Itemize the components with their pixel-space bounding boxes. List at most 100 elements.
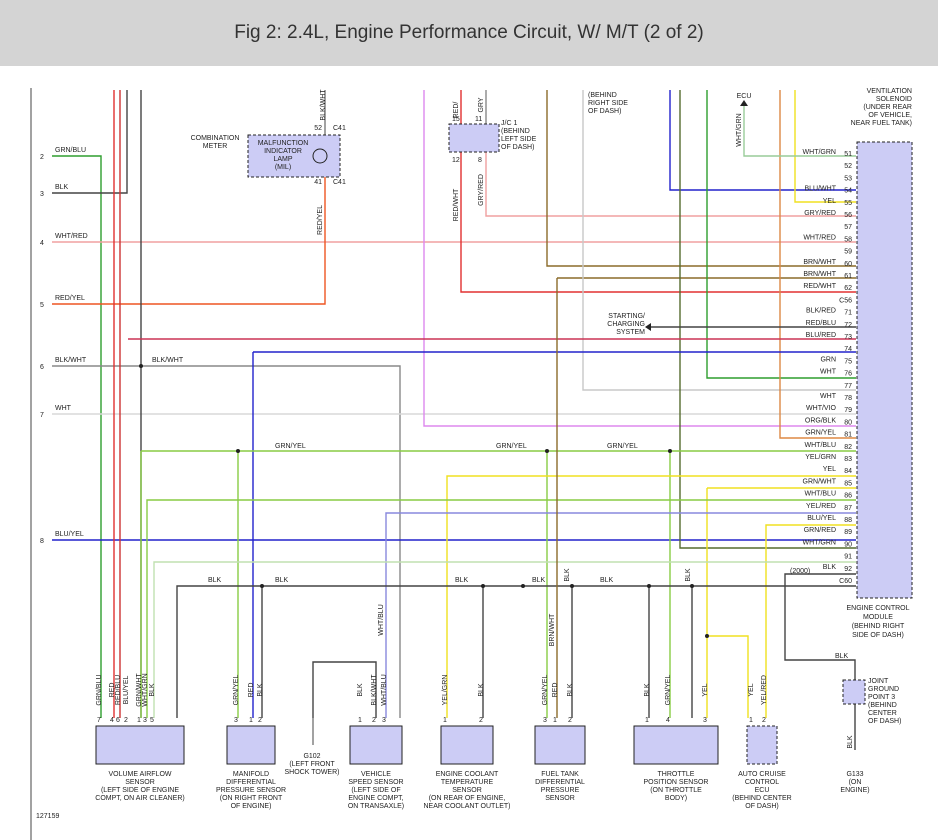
wire-grn-wht xyxy=(146,499,856,718)
behind-right-dash: (BEHIND xyxy=(588,92,617,99)
wire-grn-red xyxy=(679,90,856,549)
left-pin-number: 5 xyxy=(40,302,44,309)
ecm-pin: 60 xyxy=(844,261,852,268)
lamp-icon xyxy=(312,148,328,164)
mil-conn: C41 xyxy=(333,179,346,186)
component-box-2 xyxy=(349,725,403,765)
mil-pin: 41 xyxy=(314,179,322,186)
ecu-label: ECU xyxy=(737,93,752,100)
ecm-pin: 51 xyxy=(844,151,852,158)
grn-yel-label: GRN/YEL xyxy=(607,443,638,450)
component-pin: 2 xyxy=(124,717,128,724)
arrow-left-icon xyxy=(645,323,651,331)
wire-gry-red xyxy=(485,152,856,217)
jc1-pin: 8 xyxy=(478,157,482,164)
ecm-wire-label: BLU/WHT xyxy=(805,186,837,193)
wire-yel-grn xyxy=(446,475,856,718)
ecm-wire-label: YEL xyxy=(823,198,836,205)
wire-wht-76 xyxy=(582,90,856,391)
vent-solenoid: (UNDER REAR xyxy=(863,104,912,111)
ecm-pin: 80 xyxy=(844,419,852,426)
ecm-wire-label: YEL xyxy=(823,466,836,473)
component-wire-label: GRN/BLU xyxy=(96,674,103,705)
g102-label: (LEFT FRONT xyxy=(289,761,335,768)
left-pin-number: 7 xyxy=(40,412,44,419)
ecm-pin: 82 xyxy=(844,444,852,451)
behind-right-dash: RIGHT SIDE xyxy=(588,100,628,107)
left-pin-number: 8 xyxy=(40,538,44,545)
splice-dot xyxy=(521,584,525,588)
mil-conn: C41 xyxy=(333,125,346,132)
component-box-3 xyxy=(440,725,494,765)
component-label: VOLUME AIRFLOW xyxy=(108,771,171,778)
component-pin: 1 xyxy=(749,717,753,724)
ecm-pin: 58 xyxy=(844,236,852,243)
wire-wht-grn-ecu xyxy=(743,106,856,157)
wire-yel-red xyxy=(765,524,856,718)
wire-blk-wht xyxy=(52,365,401,718)
ecm-pin: 84 xyxy=(844,468,852,475)
component-box-5 xyxy=(633,725,719,765)
left-wire-label: BLU/YEL xyxy=(55,531,84,538)
blk-label: BLK xyxy=(600,577,614,584)
g102-label: G102 xyxy=(303,753,320,760)
jgp3-label: POINT 3 xyxy=(868,694,895,701)
wiring-diagram: 2345678GRN/BLUBLKWHT/REDRED/YELBLK/WHTWH… xyxy=(30,88,913,840)
ecm-wire-label: BRN/WHT xyxy=(803,259,836,266)
ecm-wire-label: WHT xyxy=(820,369,837,376)
ecm-wire-label: WHT/GRN xyxy=(803,149,836,156)
jc1-label: OF DASH) xyxy=(501,144,534,151)
jgp3-label: JOINT xyxy=(868,678,889,685)
blk-label: BLK xyxy=(455,577,469,584)
component-box-0 xyxy=(95,725,185,765)
component-wire-label: YEL/RED xyxy=(761,675,768,705)
ecu-wire: WHT/GRN xyxy=(736,113,743,146)
component-pin: 1 xyxy=(553,717,557,724)
blk-wht-label: BLK/WHT xyxy=(152,357,184,364)
ecm-pin: 71 xyxy=(844,310,852,317)
ecm-pin: 75 xyxy=(844,358,852,365)
component-pin: 2 xyxy=(762,717,766,724)
ecm-wire-label: BLU/RED xyxy=(806,332,836,339)
component-label: NEAR COOLANT OUTLET) xyxy=(424,803,511,810)
g102-label: SHOCK TOWER) xyxy=(285,769,340,776)
wire-blk-ground xyxy=(176,585,856,718)
g133-label: G133 xyxy=(846,771,863,778)
ecm-pin: 90 xyxy=(844,541,852,548)
starting-charging: STARTING/ xyxy=(608,313,645,320)
mil-label: (MIL) xyxy=(275,164,291,171)
title-bar: Fig 2: 2.4L, Engine Performance Circuit,… xyxy=(0,0,938,66)
wire-grn-blu xyxy=(52,155,102,718)
component-label: DIFFERENTIAL xyxy=(535,779,585,786)
blk-label: BLK xyxy=(275,577,289,584)
ecm-wire-label: GRY/RED xyxy=(804,210,836,217)
wire-wht-vio xyxy=(423,90,856,427)
ecm-pin: 56 xyxy=(844,212,852,219)
g133-label: ENGINE) xyxy=(840,787,869,794)
mil-name: METER xyxy=(203,143,228,150)
component-pin: 5 xyxy=(150,717,154,724)
jc1-pin: 15 xyxy=(452,116,460,123)
ecm-wire-label: GRN xyxy=(820,356,836,363)
ecm-pin: 88 xyxy=(844,517,852,524)
component-wire-label: RED/BLU xyxy=(115,675,122,705)
splice-dot xyxy=(690,584,694,588)
component-label: (ON REAR OF ENGINE, xyxy=(429,795,506,802)
ecm-wire-label: WHT/BLU xyxy=(805,442,837,449)
mil-bottom-wire: RED/YEL xyxy=(317,205,324,235)
wire-red-yel xyxy=(52,165,326,305)
ecm-label: MODULE xyxy=(863,614,893,621)
blk-g133-label: BLK xyxy=(847,735,854,749)
component-wire-label: GRN/YEL xyxy=(233,675,240,706)
brn-wht-label: BRN/WHT xyxy=(549,613,556,646)
behind-right-dash: OF DASH) xyxy=(588,108,621,115)
component-pin: 2 xyxy=(479,717,483,724)
component-label: (LEFT SIDE OF xyxy=(351,787,400,794)
wire-blu-wht xyxy=(669,90,856,191)
wire-red-wht xyxy=(460,152,856,293)
component-wire-label: GRN/WHT xyxy=(136,673,143,707)
ecm-pin: 54 xyxy=(844,188,852,195)
jgp3-label: OF DASH) xyxy=(868,718,901,725)
component-pin: 1 xyxy=(443,717,447,724)
component-label: BODY) xyxy=(665,795,687,802)
